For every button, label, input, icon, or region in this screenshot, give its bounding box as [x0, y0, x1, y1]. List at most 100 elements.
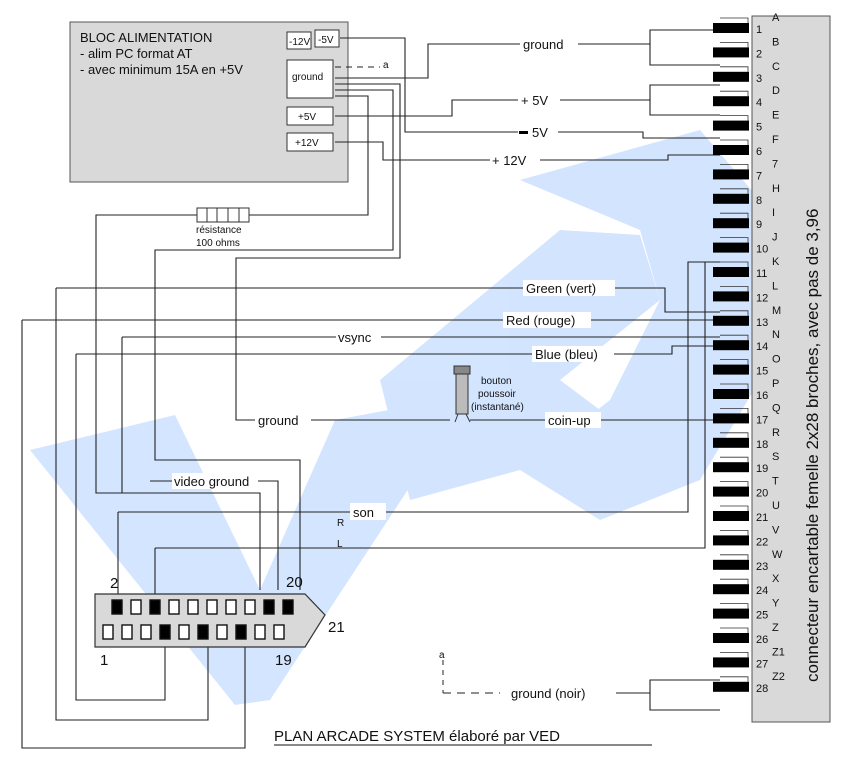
edge-pin-number: 28: [756, 683, 768, 695]
edge-pin-number: 15: [756, 366, 768, 378]
wire-m5v: [340, 37, 720, 139]
scart-pin-bottom: [216, 624, 228, 640]
scart-pin-top: [282, 599, 294, 615]
watermark-letter-d: [520, 130, 760, 520]
edge-pin: [713, 242, 749, 253]
edge-pin-outline: [720, 90, 749, 97]
psu-out-ground: ground: [292, 72, 323, 83]
edge-pin: [713, 96, 749, 107]
button-label2: poussoir: [478, 389, 516, 400]
edge-pin-number: 27: [756, 658, 768, 670]
edge-pin-letter: 7: [772, 158, 778, 170]
edge-pin-outline: [720, 481, 749, 487]
edge-pin-letter: Z: [772, 622, 779, 634]
edge-pin: [713, 145, 749, 155]
label-p12v: + 12V: [492, 153, 527, 168]
edge-pin: [713, 559, 749, 570]
edge-pin-outline: [720, 603, 749, 609]
edge-pin-number: 26: [756, 634, 768, 646]
edge-pin-letter: T: [772, 476, 779, 488]
edge-pin: [713, 71, 749, 82]
edge-pin-number: 1: [756, 24, 762, 36]
edge-pin-number: 16: [756, 390, 768, 402]
label-coinup: coin-up: [548, 413, 591, 428]
psu-line2: - avec minimum 15A en +5V: [80, 62, 243, 77]
psu-out-p5: +5V: [298, 112, 316, 123]
wire-p5v-b: [649, 100, 720, 116]
edge-pin: [713, 511, 749, 521]
scart-pin-top: [244, 599, 256, 615]
edge-pin: [713, 340, 749, 351]
edge-pin: [713, 486, 749, 497]
scart-pin-top: [149, 599, 161, 615]
psu-out-p12: +12V: [295, 138, 319, 149]
scart-pin-bottom: [102, 624, 114, 640]
edge-pin-outline: [720, 115, 749, 121]
edge-pin: [713, 267, 749, 277]
edge-pin-letter: J: [772, 232, 778, 244]
edge-pin-letter: Z1: [772, 646, 785, 658]
footer: PLAN ARCADE SYSTEM élaboré par VED: [274, 728, 652, 746]
edge-pin-number: 6: [756, 146, 762, 158]
edge-pin: [713, 535, 749, 546]
edge-pin-number: 20: [756, 488, 768, 500]
edge-pin-number: 12: [756, 292, 768, 304]
edge-pin-number: 21: [756, 512, 768, 524]
label-blue: Blue (bleu): [535, 347, 598, 362]
edge-pin-letter: M: [772, 305, 781, 317]
edge-pin: [713, 437, 749, 448]
edge-connector-title: connecteur encartable femelle 2x28 broch…: [803, 209, 822, 682]
edge-pin-number: 24: [756, 585, 768, 597]
scart-pin20-label: 20: [286, 574, 303, 591]
resistor-body: [196, 207, 250, 223]
wire-red-scart: [21, 320, 246, 749]
psu-out-m12-box: [286, 31, 312, 50]
edge-pin-number: 3: [756, 73, 762, 85]
edge-pin-outline: [720, 66, 749, 72]
psu-out-m5-box: [314, 29, 340, 48]
footer-title: PLAN ARCADE SYSTEM élaboré par VED: [274, 728, 560, 745]
edge-pin-letter: Q: [772, 402, 781, 414]
edge-pin-number: 25: [756, 610, 768, 622]
edge-pin: [713, 462, 749, 473]
wire-green: [56, 287, 720, 313]
scart-pin-bottom: [178, 624, 190, 640]
edge-pin-outline: [720, 456, 749, 463]
edge-pins: 1A2B3C4D5E6F778H9I10J11K12L13M14N15O16P1…: [713, 12, 785, 695]
edge-pin: [713, 120, 749, 131]
scart-pin21-label: 21: [328, 619, 345, 636]
edge-pin-number: 22: [756, 536, 768, 548]
wire-labels: ground + 5V 5V + 12V Green (vert) Red (r…: [172, 36, 616, 701]
edge-pin: [713, 389, 749, 399]
psu-title: BLOC ALIMENTATION: [80, 30, 212, 45]
resistor: résistance 100 ohms: [196, 207, 250, 249]
label-ground-top: ground: [523, 37, 563, 52]
edge-pin-outline: [720, 652, 749, 658]
label-marker-a: a: [439, 650, 445, 661]
edge-pin-letter: N: [772, 329, 780, 341]
edge-pin-letter: V: [772, 524, 780, 536]
edge-pin-number: 5: [756, 122, 762, 134]
resistor-label1: résistance: [196, 225, 242, 236]
edge-pin-number: 13: [756, 317, 768, 329]
psu-out-m5: -5V: [318, 35, 334, 46]
psu-out-p12-box: [286, 132, 334, 152]
edge-connector-body: [751, 15, 831, 723]
edge-pin-number: 7: [756, 170, 762, 182]
psu-marker-a: a: [383, 60, 389, 71]
edge-pin-letter: C: [772, 61, 780, 73]
edge-pin-number: 19: [756, 463, 768, 475]
psu-out-m12: -12V: [289, 37, 310, 48]
watermark-letter-v: [30, 395, 470, 705]
label-vsync: vsync: [338, 330, 372, 345]
edge-pin-number: 8: [756, 195, 762, 207]
edge-pin-letter: I: [772, 207, 775, 219]
edge-pin-outline: [720, 627, 749, 633]
edge-pin-number: 14: [756, 341, 768, 353]
scart-pin-top: [168, 599, 180, 615]
edge-pin-number: 23: [756, 561, 768, 573]
scart-pin-bottom: [159, 624, 171, 640]
wire-resistor: [95, 95, 369, 590]
edge-pin-letter: F: [772, 134, 779, 146]
